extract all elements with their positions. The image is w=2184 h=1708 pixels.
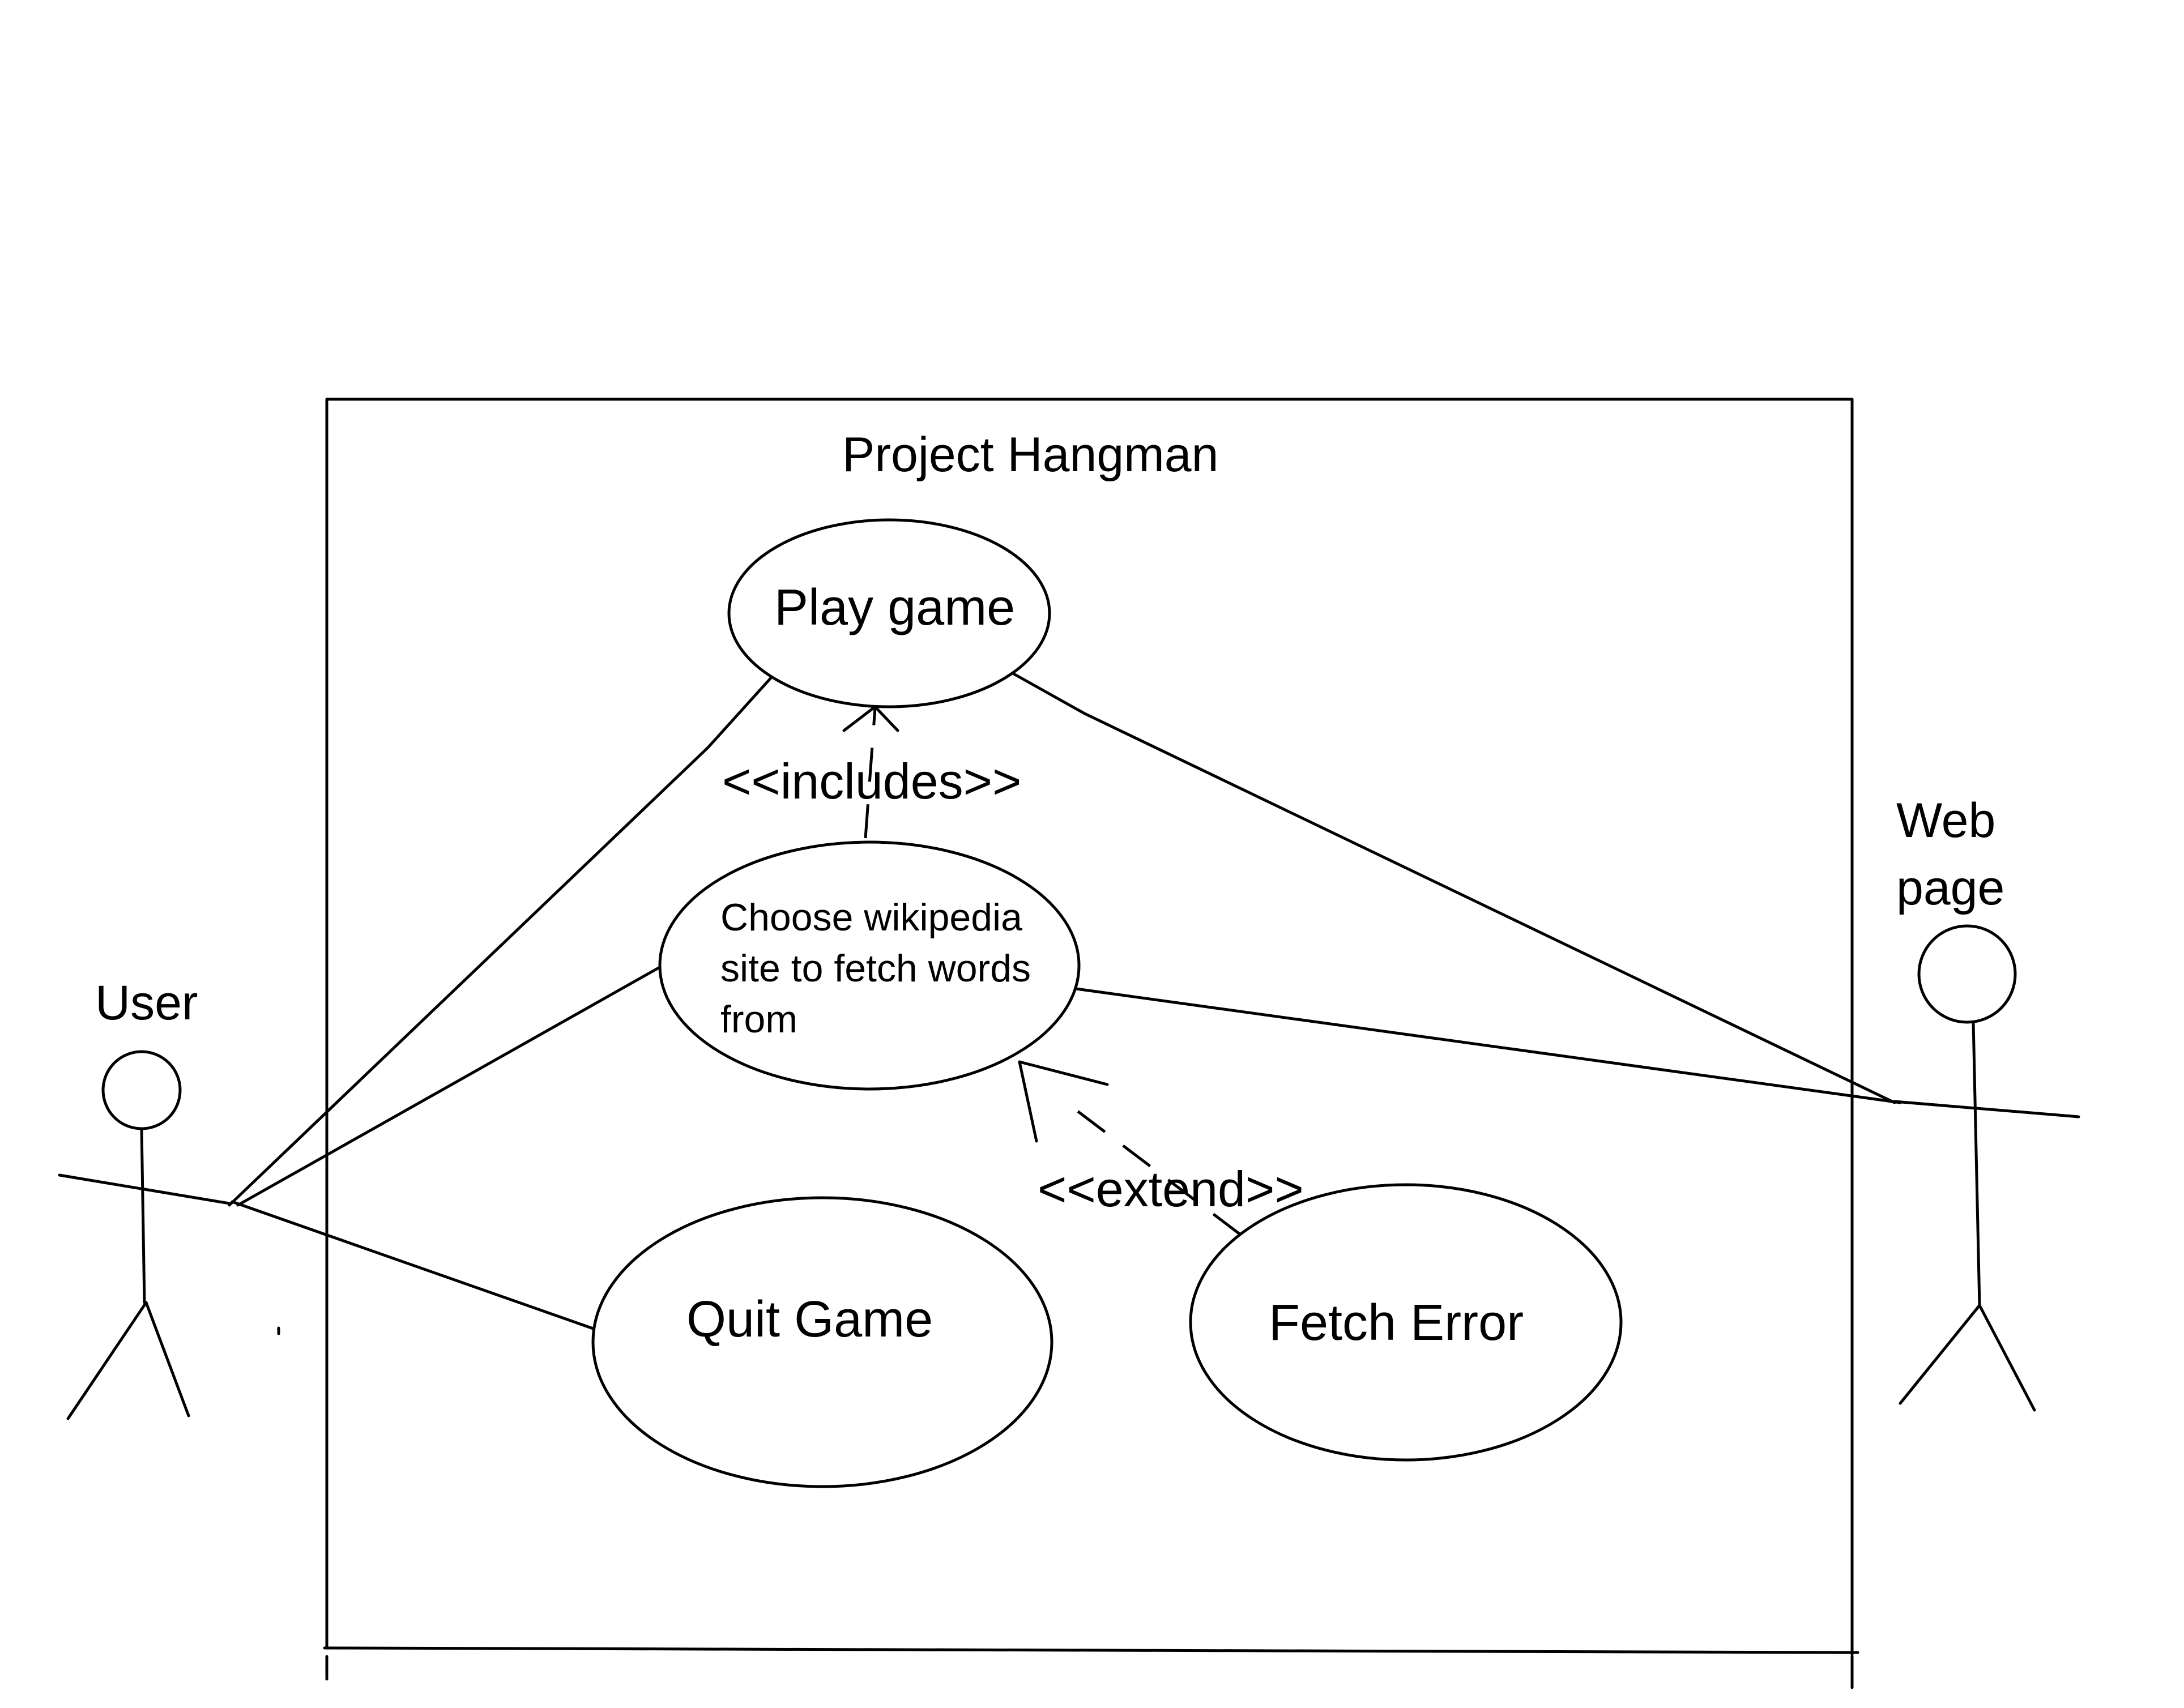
- webpage-associations: [1012, 672, 1902, 1104]
- fetch-error-label: Fetch Error: [1269, 1295, 1524, 1351]
- webpage-head: [1917, 924, 2017, 1024]
- extend-arrow: [1018, 1060, 1242, 1236]
- use-case-choose-site: [658, 840, 1081, 1091]
- choose-site-label-line2: site to fetch words: [720, 947, 1031, 990]
- webpage-actor-label-line2: page: [1896, 861, 2004, 915]
- user-associations: [228, 676, 773, 1331]
- extend-label: <<extend>>: [1038, 1161, 1304, 1217]
- use-case-fetch-error: [1189, 1183, 1623, 1462]
- actor-web-page: [1893, 924, 2080, 1412]
- use-case-quit-game: [591, 1196, 1053, 1488]
- user-head: [101, 1050, 182, 1130]
- system-boundary: [277, 398, 1859, 1689]
- choose-site-label-line1: Choose wikipedia: [720, 896, 1022, 939]
- system-title: Project Hangman: [842, 428, 1218, 482]
- use-case-play-game: [727, 518, 1051, 708]
- actor-user: [58, 1050, 231, 1420]
- quit-game-label: Quit Game: [686, 1291, 933, 1348]
- includes-label: <<includes>>: [722, 753, 1021, 809]
- choose-site-label-line3: from: [720, 998, 797, 1041]
- play-game-label: Play game: [774, 579, 1015, 636]
- webpage-actor-label-line1: Web: [1896, 793, 1995, 848]
- user-actor-label: User: [95, 976, 198, 1030]
